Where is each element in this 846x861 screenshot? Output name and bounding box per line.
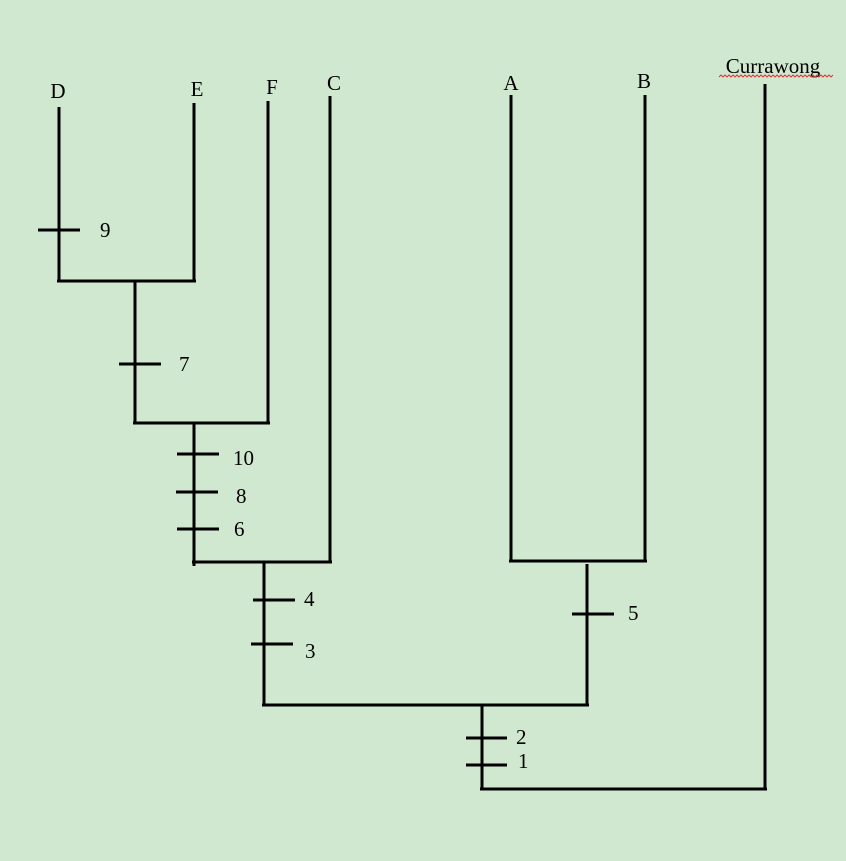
character-label-1: 1 <box>518 749 529 773</box>
taxon-label-b: B <box>637 69 651 93</box>
character-label-10: 10 <box>233 446 254 470</box>
character-label-5: 5 <box>628 601 639 625</box>
character-label-8: 8 <box>236 484 247 508</box>
tree-branches <box>57 84 767 791</box>
taxon-label-a: A <box>503 71 519 95</box>
character-ticks <box>38 228 614 767</box>
character-label-9: 9 <box>100 218 111 242</box>
spellcheck-underline <box>718 74 834 78</box>
character-labels: 9 7 10 8 6 4 3 5 2 1 <box>100 218 639 773</box>
taxon-label-e: E <box>191 77 204 101</box>
taxon-label-currawong: Currawong <box>726 54 821 78</box>
character-label-2: 2 <box>516 725 527 749</box>
taxon-label-c: C <box>327 71 341 95</box>
character-label-4: 4 <box>304 587 315 611</box>
taxon-label-f: F <box>266 75 278 99</box>
character-label-3: 3 <box>305 639 316 663</box>
taxon-label-d: D <box>50 79 65 103</box>
character-label-7: 7 <box>179 352 190 376</box>
character-label-6: 6 <box>234 517 245 541</box>
